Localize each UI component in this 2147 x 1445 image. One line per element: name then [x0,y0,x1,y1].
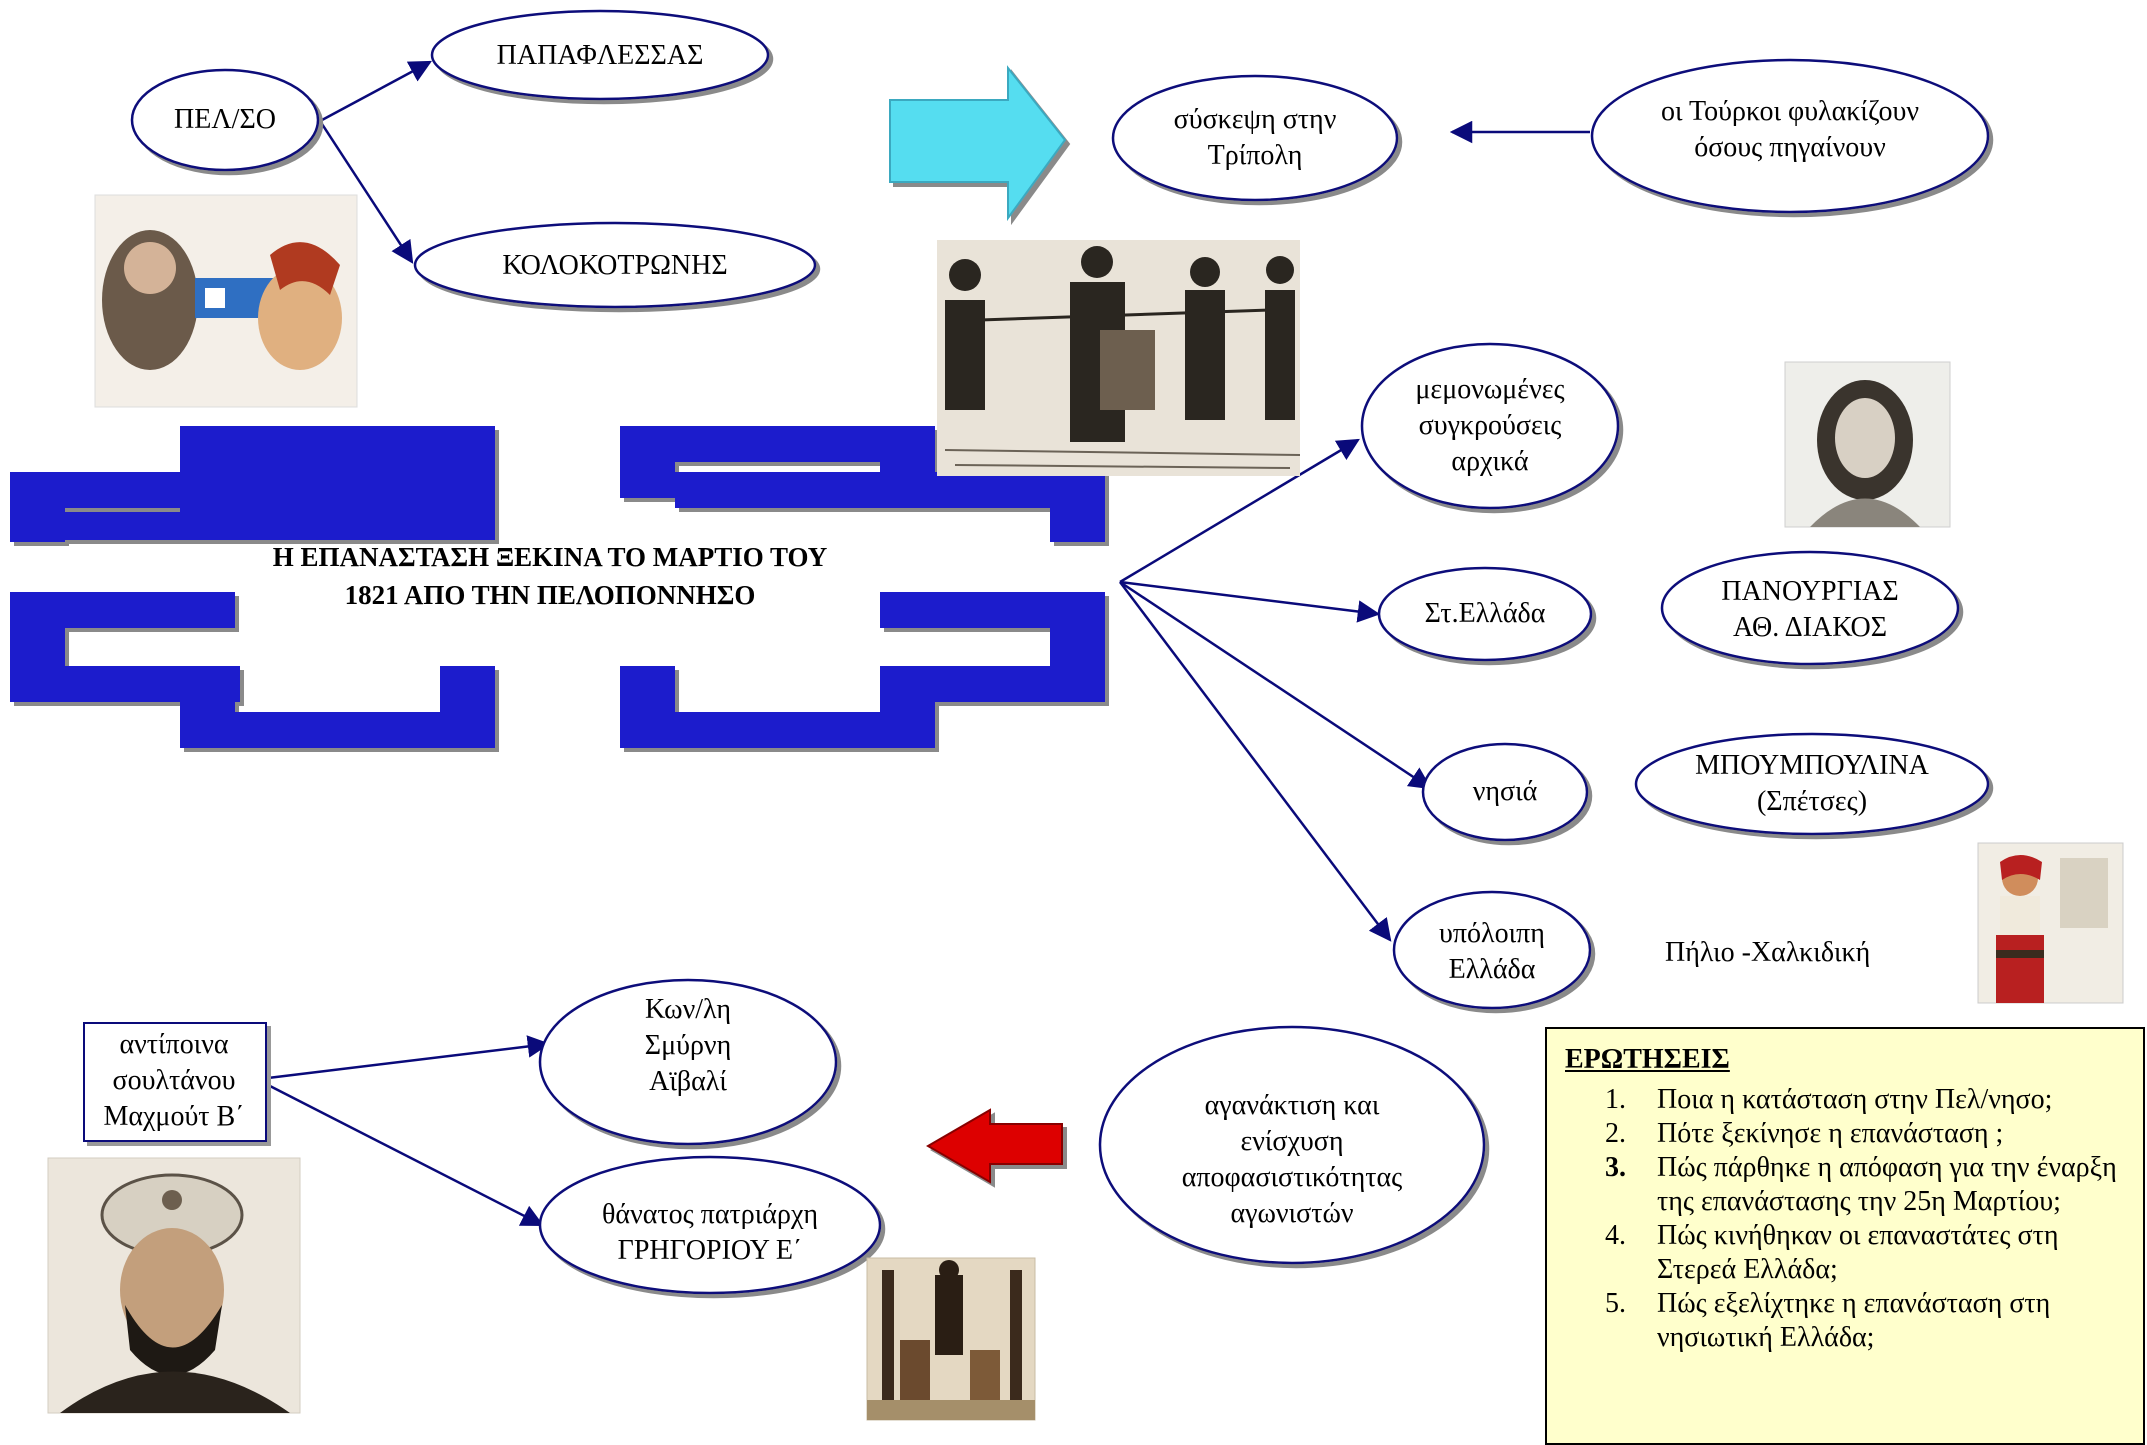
diakos-portrait-image [1784,361,1951,528]
node-memonomenes [1360,342,1620,510]
node-nisia [1421,742,1589,842]
node-stellada [1377,566,1593,662]
label-thanatos: θάνατος πατριάρχη ΓΡΗΓΟΡΙΟΥ Ε΄ [601,1199,819,1266]
node-peloso [130,68,320,172]
edge-peloso-papaflessas [321,60,432,122]
node-kolokotronis [413,221,817,309]
question-item: 2. Πότε ξεκίνησε η επανάσταση ; [1605,1118,2004,1149]
cyan-arrow [889,65,1067,222]
node-aganaktisi [1098,1025,1486,1265]
node-ypoloipi [1392,890,1592,1010]
patriarch-hanging-image [866,1257,1036,1421]
sultan-portrait-image [47,1157,301,1414]
label-kolokotronis: ΚΟΛΟΚΟΤΡΩΝΗΣ [502,250,728,281]
node-tourkoi [1590,58,1990,214]
label-konli: Κων/λη Σμύρνη Αϊβαλί [644,994,732,1097]
label-nisia: νησιά [1472,776,1538,807]
edge-peloso-kolokotronis [320,123,414,264]
label-memonomenes: μεμονωμένες συγκρούσεις αρχικά [1415,374,1565,477]
question-item: 3. Πώς πάρθηκε η απόφαση για την έναρξη … [1605,1152,2117,1217]
edge-antipoina-konli [267,1035,551,1080]
node-syskepsi [1111,74,1399,202]
node-konli [538,978,838,1146]
edge-center-stellada [1119,580,1381,623]
edge-center-memonomenes [1119,438,1360,584]
question-item: 1. Ποια η κατάσταση στην Πελ/νησο; [1605,1084,2053,1115]
label-papaflessas: ΠΑΠΑΦΛΕΣΣΑΣ [496,40,704,71]
label-bouboulina: ΜΠΟΥΜΠΟΥΛΙΝΑ (Σπέτσες) [1695,750,1929,817]
node-bouboulina [1634,732,1990,836]
node-papaflessas [430,9,770,101]
label-ypoloipi: υπόλοιπη Ελλάδα [1439,918,1545,985]
question-item: 5. Πώς εξελίχτηκε η επανάσταση στη νησιω… [1605,1288,2051,1353]
edge-center-nisia [1119,580,1432,790]
label-pilio: Πήλιο -Χαλκιδική [1665,937,1871,968]
questions-box: ΕΡΩΤΗΣΕΙΣ 1. Ποια η κατάσταση στην Πελ/ν… [1545,1027,2145,1445]
center-title: Η ΕΠΑΝΑΣΤΑΣΗ ΞΕΚΙΝΑ ΤΟ ΜΑΡΤΙΟ ΤΟΥ 1821 Α… [272,542,828,610]
clergy-and-warrior-image [94,194,358,408]
priest-blessing-flag-image [937,240,1301,476]
meander-frame [10,426,1105,748]
red-arrow [926,1108,1063,1184]
edge-center-ypoloipi [1119,581,1392,942]
label-panourgias: ΠΑΝΟΥΡΓΙΑΣ ΑΘ. ΔΙΑΚΟΣ [1721,576,1899,643]
label-tourkoi: οι Τούρκοι φυλακίζουν όσους πηγαίνουν [1660,96,1920,163]
box-antipoina [83,1022,267,1142]
bouboulina-portrait-image [1977,842,2124,1004]
label-antipoina: αντίποινα σουλτάνου Μαχμούτ Β΄ [103,1029,245,1132]
label-syskepsi: σύσκεψη στην Τρίπολη [1173,104,1337,171]
questions-list: 1. Ποια η κατάσταση στην Πελ/νησο; 2. Πό… [1565,1083,2125,1355]
label-aganaktisi: αγανάκτιση και ενίσχυση αποφασιστικότητα… [1181,1090,1403,1229]
label-peloso: ΠΕΛ/ΣΟ [174,104,276,135]
node-panourgias [1660,550,1960,666]
questions-title: ΕΡΩΤΗΣΕΙΣ [1565,1044,1730,1075]
question-item: 4. Πώς κινήθηκαν οι επαναστάτες στη Στερ… [1605,1220,2059,1285]
edge-antipoina-thanatos [267,1083,545,1227]
node-thanatos [538,1155,882,1295]
label-stellada: Στ.Ελλάδα [1424,598,1546,629]
